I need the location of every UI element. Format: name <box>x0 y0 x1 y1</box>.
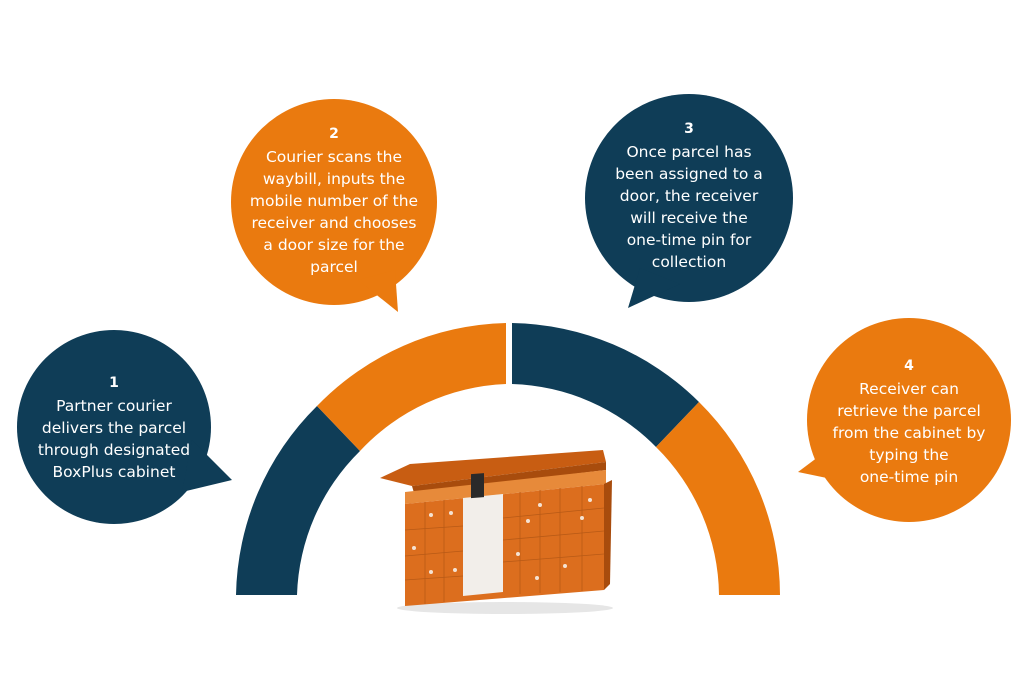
step-1: 1 Partner courier delivers the parcel th… <box>22 355 206 501</box>
step-3-number: 3 <box>684 121 694 137</box>
step-1-text: Partner courier delivers the parcel thro… <box>37 397 191 481</box>
step-4: 4 Receiver can retrieve the parcel from … <box>810 340 1008 504</box>
step-1-number: 1 <box>109 375 119 391</box>
arc-segment-4 <box>656 402 780 595</box>
step-2-number: 2 <box>329 126 339 142</box>
step-3: 3 Once parcel has been assigned to a doo… <box>590 103 788 289</box>
arc-segment-3 <box>512 323 699 447</box>
bubble-1 <box>17 330 232 524</box>
arc-segment-2 <box>317 323 506 451</box>
step-3-text: Once parcel has been assigned to a door,… <box>615 143 763 271</box>
step-2-text: Courier scans the waybill, inputs the mo… <box>249 148 419 276</box>
arc-segment-1 <box>236 406 360 595</box>
step-2: 2 Courier scans the waybill, inputs the … <box>234 108 434 294</box>
bubble-3 <box>585 94 793 308</box>
bubble-4 <box>798 318 1011 522</box>
step-4-number: 4 <box>904 358 914 374</box>
step-4-text: Receiver can retrieve the parcel from th… <box>832 380 986 486</box>
semicircle-arc <box>236 323 780 595</box>
parcel-locker-image <box>380 450 613 614</box>
bubble-2 <box>231 99 437 312</box>
